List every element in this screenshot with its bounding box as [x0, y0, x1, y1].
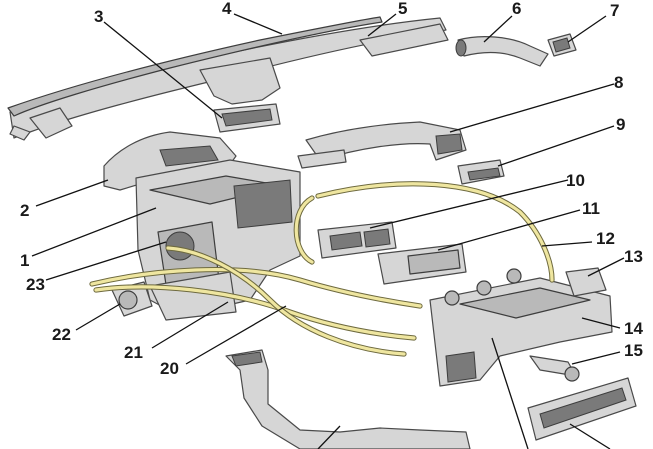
callout-5: 5 — [398, 0, 407, 18]
callout-10: 10 — [566, 171, 585, 190]
part-actuator-assembly — [429, 268, 613, 387]
callout-1: 1 — [20, 251, 29, 270]
callout-21: 21 — [124, 343, 143, 362]
part-dashboard-duct — [7, 16, 449, 141]
part-center-vent — [213, 103, 281, 133]
callout-2: 2 — [20, 201, 29, 220]
callout-15: 15 — [624, 341, 643, 360]
part-side-duct — [455, 36, 549, 67]
callout-14: 14 — [624, 319, 643, 338]
callout-4: 4 — [222, 0, 232, 18]
callout-12: 12 — [596, 229, 615, 248]
part-defroster-cover — [103, 131, 237, 191]
callout-13: 13 — [624, 247, 643, 266]
callout-23: 23 — [26, 275, 45, 294]
callout-7: 7 — [610, 1, 619, 20]
control-cables — [89, 181, 555, 357]
part-side-vent — [547, 33, 577, 57]
callout-9: 9 — [616, 115, 625, 134]
part-blower-motor — [111, 281, 153, 317]
part-lever — [529, 355, 580, 382]
part-heater-housing — [135, 159, 301, 321]
callout-20: 20 — [160, 359, 179, 378]
part-upper-duct — [297, 121, 467, 169]
part-connector-small — [457, 159, 505, 185]
part-control-unit — [377, 243, 467, 285]
callout-11: 11 — [582, 199, 600, 218]
callout-22: 22 — [52, 325, 71, 344]
callout-6: 6 — [512, 0, 521, 18]
part-floor-duct — [225, 349, 471, 449]
callout-3: 3 — [94, 7, 103, 26]
part-grille — [527, 377, 637, 441]
callout-8: 8 — [614, 73, 623, 92]
part-bracket — [565, 267, 607, 297]
leader-lines — [31, 13, 625, 449]
part-control-panel — [317, 221, 397, 259]
